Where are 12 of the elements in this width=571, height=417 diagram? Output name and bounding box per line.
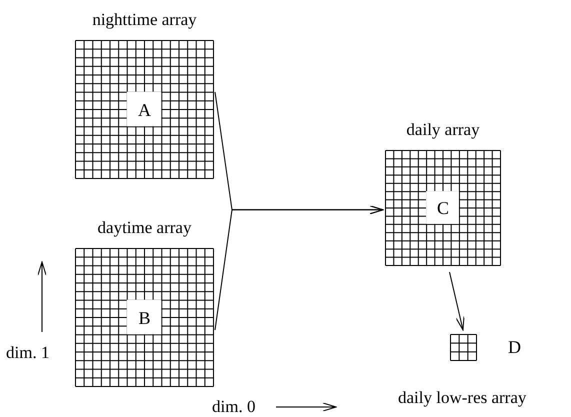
axis-label: dim. 0 <box>212 397 256 417</box>
axis-label: dim. 1 <box>6 343 50 363</box>
array-heading: daytime array <box>96 218 192 238</box>
array-letter: B <box>138 308 150 328</box>
array-heading: nighttime array <box>91 10 198 30</box>
arrow <box>214 205 384 330</box>
array-caption: daily low-res array <box>398 388 526 408</box>
array-letter: D <box>508 337 521 357</box>
array-heading: daily array <box>405 120 481 140</box>
array-letter: A <box>138 100 151 120</box>
arrow <box>449 272 464 330</box>
array-letter: C <box>437 198 449 218</box>
